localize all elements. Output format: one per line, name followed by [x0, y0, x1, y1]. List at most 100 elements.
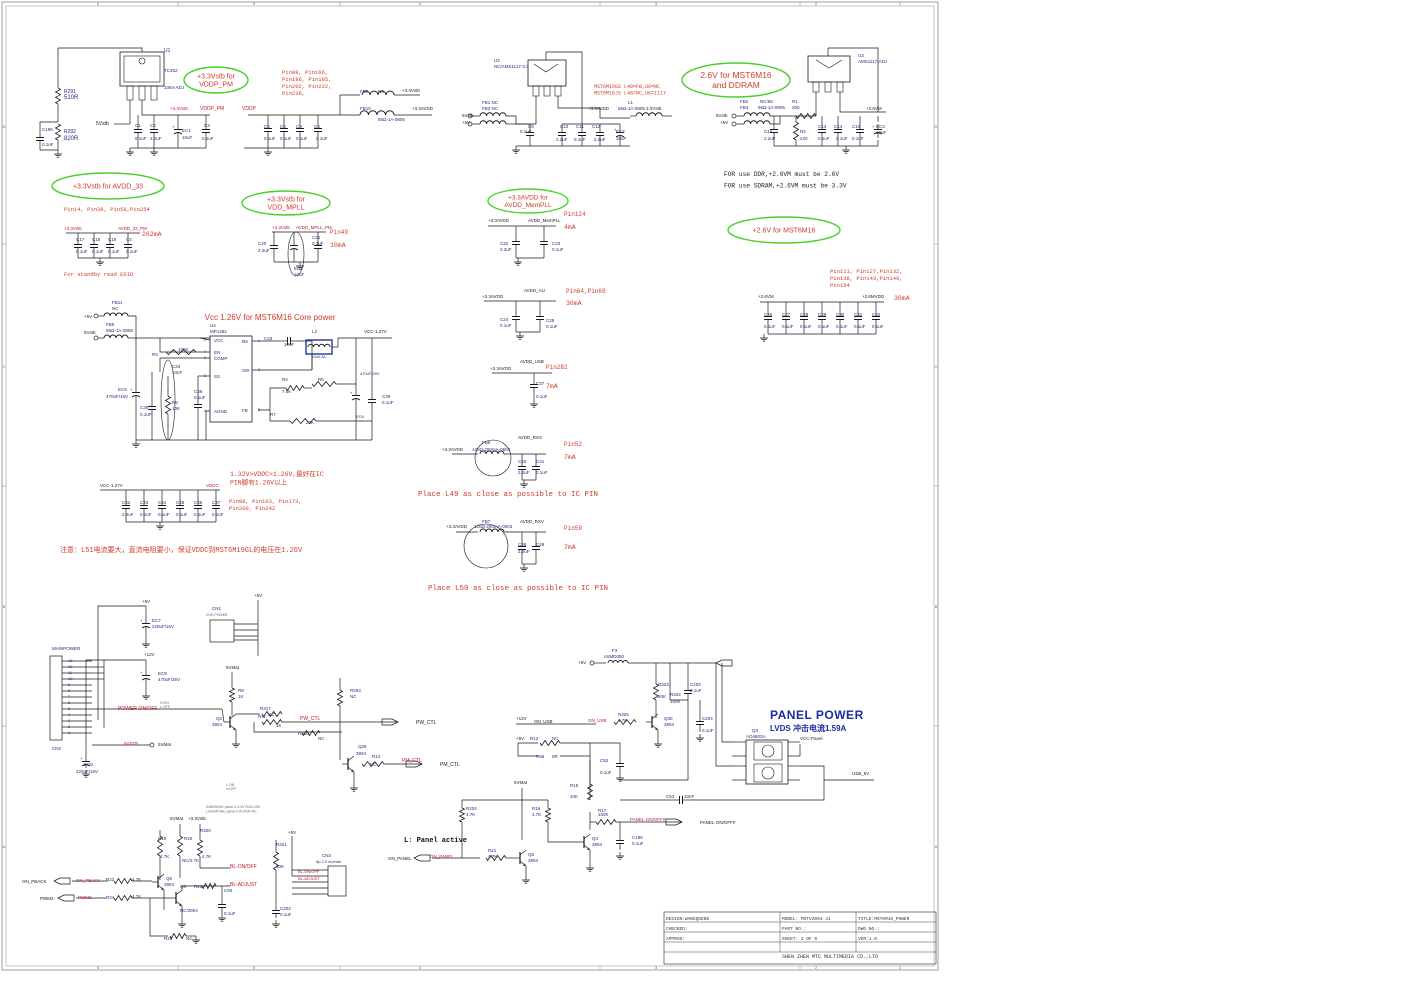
label: Q29: [358, 744, 367, 749]
label: 0.1uF: [202, 136, 214, 141]
label: R16: [532, 806, 541, 811]
label: 7mA: [564, 454, 576, 461]
resistor: [595, 818, 617, 826]
resistor: [196, 839, 204, 857]
resistor: [795, 112, 817, 120]
label: U4: [210, 323, 216, 328]
label: 10nF: [284, 342, 295, 347]
label: 0.1uF: [836, 136, 848, 141]
label: Q4: [592, 836, 599, 841]
label: 5: [68, 706, 71, 711]
label: R1: [792, 99, 798, 104]
label: +3.3Vstb: [402, 88, 420, 93]
net-terminal: [589, 660, 595, 666]
label: VCC-Panel: [800, 736, 823, 741]
wire: [157, 873, 165, 880]
wire: [828, 47, 879, 112]
label: NC: [378, 89, 385, 94]
wire: [651, 713, 659, 720]
wire: [800, 765, 874, 781]
label: Pin52: [564, 441, 582, 448]
label: EC2: [616, 129, 625, 134]
label: 0.1uF: [140, 512, 152, 517]
label: Pin98, Pin166,Pin186, Pin195,Pin202, Pin…: [282, 69, 332, 97]
label: +5V: [720, 120, 728, 125]
ground-symbol: [616, 777, 624, 782]
label: 6: [68, 700, 71, 705]
highlight-bubble: [183, 66, 249, 94]
label: +3.3AVDD: [482, 294, 504, 299]
net-port: [665, 818, 683, 826]
label: ON_PBACK: [22, 879, 47, 884]
label: 0.1uF: [312, 241, 324, 246]
label: 3.3Vstb: [646, 106, 662, 111]
bubble-text: +2.6V for MST6M16: [753, 227, 816, 234]
label: 0.1uF: [690, 688, 702, 693]
label: 5VMat: [158, 742, 172, 747]
net-terminal: [149, 742, 155, 748]
title-block-border: [663, 911, 937, 965]
label: C34: [172, 364, 181, 369]
label: R12: [530, 736, 539, 741]
ground-symbol: [516, 335, 524, 340]
resistor: [301, 729, 321, 737]
label: 56Ω-1A-0805: [618, 106, 645, 111]
ground-symbol: [530, 403, 538, 408]
label: Vcc 1.26V for MST6M16 Core power: [205, 313, 336, 322]
label: PM_CTL: [402, 758, 422, 764]
resistor: [289, 417, 317, 425]
label: 4mA: [564, 224, 576, 231]
label: C52: [600, 758, 609, 763]
label: 12: [68, 664, 73, 669]
polarity-mark: +: [140, 670, 143, 675]
ruler-label: C: [935, 364, 938, 369]
electrolytic-capacitor: [351, 398, 361, 401]
label: R20: [184, 836, 193, 841]
polarity-mark: +: [140, 618, 143, 623]
label: FB4: [740, 105, 749, 110]
label: PANEL-ON/OFF#: [630, 817, 666, 822]
transistor-arrow: [523, 863, 526, 866]
ground-symbol: [192, 939, 200, 944]
wire: [590, 742, 621, 756]
label: 1084-ADJ: [164, 85, 184, 90]
wire: [199, 337, 211, 341]
ground-symbol: [514, 261, 522, 266]
inductor: [607, 660, 629, 664]
label: 4.7K: [466, 812, 475, 817]
label: Pin111, Pin127,Pin132,Pin138, Pin143,Pin…: [830, 268, 903, 289]
label: COMP: [214, 356, 228, 361]
label: AMS1117-ADJ: [858, 59, 887, 64]
inductor: [479, 528, 505, 533]
label: ON_PANEL: [430, 854, 454, 859]
label: LVDS 冲击电流1.59A: [770, 723, 847, 733]
inductor: [479, 120, 507, 125]
ground-symbol: [520, 483, 528, 488]
label: C22: [500, 241, 509, 246]
wire: [221, 708, 225, 723]
label: C3: [204, 123, 210, 128]
label: NC/56: [760, 99, 773, 104]
label: F3: [612, 648, 618, 653]
electrolytic-capacitor: [615, 135, 625, 138]
label: BL-ADJUST: [230, 882, 257, 888]
label: C15: [852, 124, 861, 129]
label: FB9: [360, 89, 369, 94]
label: C17: [76, 237, 85, 242]
wire: [149, 898, 168, 937]
label: SHEN ZHEN MTC MULTIMEDIA CO.,LTD: [782, 954, 878, 960]
wire: [770, 116, 781, 125]
label: +5V: [462, 120, 470, 125]
ground-symbol: [696, 737, 704, 742]
label: Pin64,Pin69: [566, 288, 606, 295]
label: EC8: [158, 671, 167, 676]
label: C4: [126, 237, 132, 242]
label-line: Pin138, Pin143,Pin149,: [830, 275, 903, 282]
label: R11: [258, 714, 266, 719]
label: FB2: [740, 99, 749, 104]
wire: [546, 51, 583, 124]
wire: [205, 410, 210, 440]
